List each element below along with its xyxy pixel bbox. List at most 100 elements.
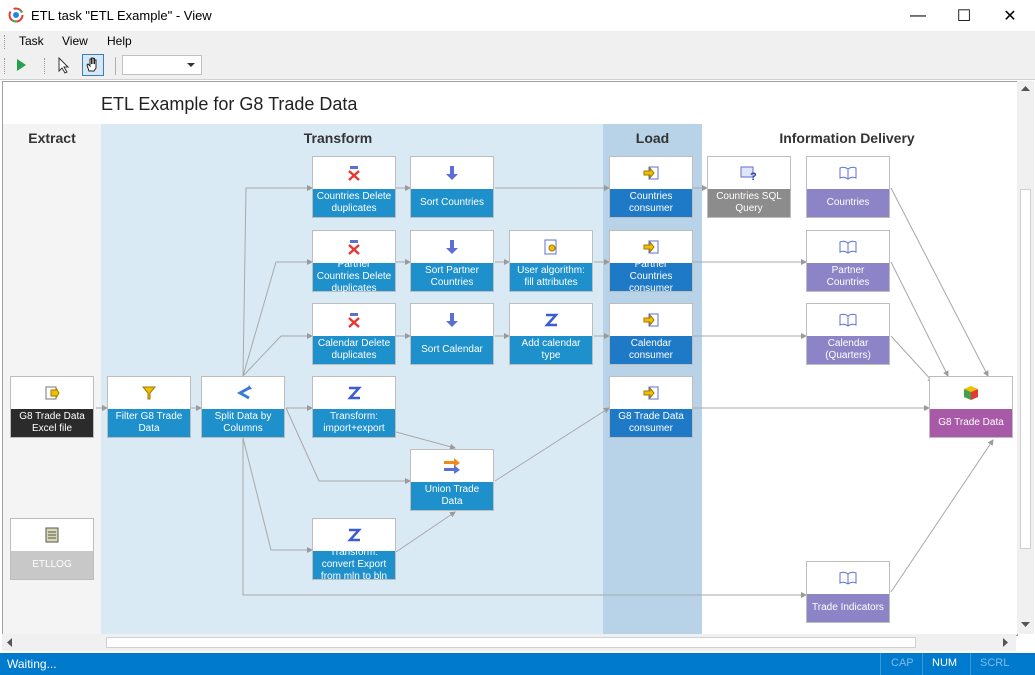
node-countries-sql[interactable]: ? Countries SQL Query — [707, 156, 791, 218]
node-calendar-quarters[interactable]: Calendar (Quarters) — [806, 303, 890, 365]
node-add-calendar[interactable]: Add calendar type — [509, 303, 593, 365]
scrl-indicator: SCRL — [980, 657, 1010, 669]
delete-duplicates-icon — [348, 240, 360, 255]
sort-icon — [446, 313, 458, 327]
node-label: Calendar (Quarters) — [807, 336, 889, 364]
node-transform-ie[interactable]: Transform: import+export — [312, 376, 396, 438]
node-countries-delete[interactable]: Countries Delete duplicates — [312, 156, 396, 218]
lane-title-transform: Transform — [303, 130, 373, 146]
lane-title-load: Load — [635, 130, 670, 146]
node-split[interactable]: Split Data by Columns — [201, 376, 285, 438]
node-g8-consumer[interactable]: G8 Trade Data consumer — [609, 376, 693, 438]
node-sort-calendar[interactable]: Sort Calendar — [410, 303, 494, 365]
connectors — [96, 185, 994, 598]
node-calendar-delete[interactable]: Calendar Delete duplicates — [312, 303, 396, 365]
scroll-up-icon[interactable] — [1021, 86, 1030, 92]
node-label: Transform: import+export — [313, 409, 395, 437]
vertical-scrollbar[interactable] — [1017, 81, 1034, 634]
node-calendar-consumer[interactable]: Calendar consumer — [609, 303, 693, 365]
node-label: Partner Countries Delete duplicates — [313, 259, 395, 294]
transform-icon — [347, 386, 362, 400]
book-icon — [839, 240, 857, 254]
scroll-right-icon[interactable] — [1003, 638, 1009, 647]
cube-icon — [964, 386, 978, 400]
node-sort-countries[interactable]: Sort Countries — [410, 156, 494, 218]
node-union[interactable]: Union Trade Data — [410, 449, 494, 511]
node-filter[interactable]: Filter G8 Trade Data — [107, 376, 191, 438]
chevron-down-icon — [187, 63, 195, 67]
menu-task[interactable]: Task — [19, 34, 44, 48]
close-icon: ✕ — [1003, 7, 1017, 25]
zoom-dropdown[interactable] — [122, 55, 202, 75]
delete-duplicates-icon — [348, 166, 360, 181]
vertical-scroll-thumb[interactable] — [1020, 189, 1031, 549]
minimize-button[interactable]: — — [895, 0, 941, 31]
status-divider — [922, 653, 923, 675]
sort-icon — [446, 240, 458, 254]
node-label: ETLLOG — [11, 551, 93, 579]
node-label: Transform: convert Export from mln to bl… — [313, 547, 395, 582]
status-divider — [880, 653, 881, 675]
hand-icon — [86, 57, 97, 72]
consumer-icon — [643, 386, 659, 400]
node-label: User algorithm: fill attributes — [510, 263, 592, 291]
node-countries[interactable]: Countries — [806, 156, 890, 218]
app-icon — [8, 7, 24, 23]
svg-text:?: ? — [750, 171, 757, 181]
delete-duplicates-icon — [348, 313, 360, 328]
node-transform-convert[interactable]: Transform: convert Export from mln to bl… — [312, 518, 396, 582]
log-icon — [45, 527, 59, 543]
menu-view[interactable]: View — [62, 34, 88, 48]
split-icon — [236, 385, 252, 400]
transform-icon — [544, 313, 559, 327]
pointer-icon[interactable] — [57, 57, 71, 74]
window-title: ETL task "ETL Example" - View — [31, 8, 212, 23]
node-partner-consumer[interactable]: Partner Countries consumer — [609, 230, 693, 294]
import-file-icon — [45, 386, 60, 400]
node-partner-countries[interactable]: Partner Countries — [806, 230, 890, 292]
node-label: Sort Calendar — [411, 336, 493, 364]
scroll-down-icon[interactable] — [1021, 622, 1030, 628]
maximize-button[interactable]: ☐ — [941, 0, 987, 31]
node-label: Split Data by Columns — [202, 409, 284, 437]
node-label: Filter G8 Trade Data — [108, 409, 190, 437]
cap-indicator: CAP — [891, 657, 914, 669]
node-etllog[interactable]: ETLLOG — [10, 518, 94, 580]
node-label: Trade Indicators — [807, 594, 889, 622]
node-label: Countries — [807, 189, 889, 217]
transform-icon — [347, 528, 362, 542]
script-icon — [544, 239, 557, 255]
num-indicator: NUM — [932, 657, 958, 669]
maximize-icon: ☐ — [956, 7, 972, 25]
scroll-left-icon[interactable] — [7, 638, 13, 647]
diagram-title: ETL Example for G8 Trade Data — [101, 94, 358, 114]
menu-help[interactable]: Help — [107, 34, 132, 48]
node-label: G8 Trade Data — [930, 409, 1012, 437]
horizontal-scroll-thumb[interactable] — [106, 637, 916, 648]
node-label: Countries Delete duplicates — [313, 189, 395, 217]
menu-bar: Task View Help — [0, 31, 1035, 52]
node-label: Partner Countries — [807, 263, 889, 291]
grip-icon — [4, 35, 7, 49]
status-text: Waiting... — [7, 657, 57, 671]
grip-icon — [44, 58, 47, 74]
node-trade-indicators[interactable]: Trade Indicators — [806, 561, 890, 623]
node-partner-delete[interactable]: Partner Countries Delete duplicates — [312, 230, 396, 294]
node-countries-consumer[interactable]: Countries consumer — [609, 156, 693, 218]
horizontal-scrollbar[interactable] — [2, 634, 1016, 651]
book-icon — [839, 571, 857, 585]
node-sort-partner[interactable]: Sort Partner Countries — [410, 230, 494, 292]
node-label: Sort Countries — [411, 189, 493, 217]
run-icon[interactable] — [15, 58, 27, 72]
node-user-algorithm[interactable]: User algorithm: fill attributes — [509, 230, 593, 292]
diagram-canvas[interactable]: ETL Example for G8 Trade Data Extract Tr… — [2, 81, 1018, 636]
pan-tool-button[interactable] — [82, 54, 104, 76]
node-label: G8 Trade Data consumer — [610, 409, 692, 437]
filter-icon — [141, 386, 157, 400]
node-g8-trade-data[interactable]: G8 Trade Data — [929, 376, 1013, 438]
close-button[interactable]: ✕ — [987, 0, 1033, 31]
lane-title-extract: Extract — [28, 130, 76, 146]
node-excel-file[interactable]: G8 Trade Data Excel file — [10, 376, 94, 438]
node-label: Add calendar type — [510, 336, 592, 364]
node-label: Sort Partner Countries — [411, 263, 493, 291]
